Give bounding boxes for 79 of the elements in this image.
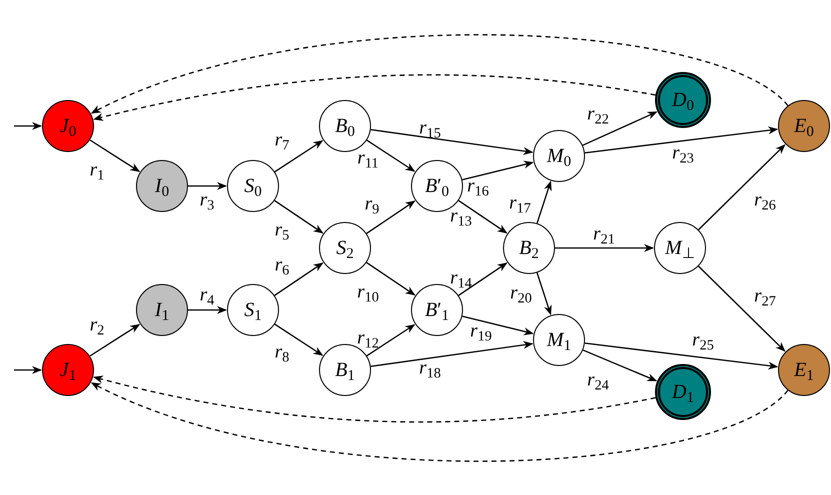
arrow <box>274 140 324 172</box>
state-label: B$_{2}$ <box>519 238 539 258</box>
edge-label: r$_{8}$ <box>274 342 290 362</box>
edge-label: r$_{7}$ <box>274 130 290 150</box>
arrow <box>274 262 324 296</box>
edge-label: r$_{2}$ <box>90 316 104 334</box>
edge-label: r$_{10}$ <box>357 282 379 302</box>
edge-label: r$_{5}$ <box>274 220 290 240</box>
edge-label: r$_{12}$ <box>357 328 379 348</box>
arrow <box>536 180 552 224</box>
edge-label: r$_{17}$ <box>509 194 531 212</box>
dashed-arrow <box>90 382 788 462</box>
state-label: B′$_{0}$ <box>424 176 450 196</box>
edge-label: r$_{6}$ <box>274 256 290 274</box>
state-label: E$_{0}$ <box>794 116 814 136</box>
state-label: M$_{⊥}$ <box>665 238 695 258</box>
edge-label: r$_{19}$ <box>470 322 492 340</box>
state-label: B$_{1}$ <box>335 360 355 380</box>
state-label: M$_{0}$ <box>546 146 572 166</box>
state-label: I$_{0}$ <box>154 176 170 196</box>
arrow <box>366 262 416 296</box>
edge-label: r$_{1}$ <box>90 160 104 180</box>
arrow <box>584 126 778 154</box>
state-label: E$_{1}$ <box>794 360 814 380</box>
arrow <box>555 244 654 252</box>
arrow <box>366 324 416 356</box>
state-label: M$_{1}$ <box>546 330 572 350</box>
edge-label: r$_{22}$ <box>587 104 609 124</box>
edge-label: r$_{26}$ <box>754 190 776 210</box>
arrow <box>458 262 508 296</box>
edge-label: r$_{21}$ <box>593 224 615 244</box>
arrow <box>274 200 324 234</box>
edge-label: r$_{15}$ <box>419 118 441 138</box>
arrow <box>582 349 658 382</box>
edge-label: r$_{4}$ <box>200 286 214 304</box>
arrow <box>188 182 227 190</box>
edge-label: r$_{14}$ <box>450 268 472 288</box>
edge-label: r$_{11}$ <box>357 148 379 168</box>
state-label: B′$_{1}$ <box>424 300 450 320</box>
arrow <box>370 341 534 368</box>
dashed-arrow <box>93 74 656 121</box>
edge-label: r$_{18}$ <box>419 358 441 378</box>
edge-label: r$_{25}$ <box>692 330 714 350</box>
arrow <box>462 316 534 336</box>
edge-label: r$_{20}$ <box>510 284 532 302</box>
state-label: S$_{0}$ <box>244 176 262 196</box>
arrow <box>274 324 324 356</box>
state-label: S$_{1}$ <box>244 300 262 320</box>
arrow <box>536 272 552 316</box>
dashed-arrow <box>90 34 788 114</box>
state-label: J$_{0}$ <box>60 116 76 136</box>
arrow <box>584 342 778 370</box>
state-label: J$_{1}$ <box>60 360 76 380</box>
arrow <box>698 144 786 230</box>
edge-label: r$_{13}$ <box>450 206 472 226</box>
edge-label: r$_{9}$ <box>364 194 380 214</box>
state-label: S$_{2}$ <box>336 238 354 258</box>
edge-label: r$_{27}$ <box>754 286 776 306</box>
dashed-arrow <box>93 375 656 423</box>
arrow <box>462 160 534 180</box>
state-label: B$_{0}$ <box>335 116 355 136</box>
arrow <box>90 139 140 172</box>
arrow <box>370 128 534 155</box>
arrow <box>582 111 658 146</box>
arrow <box>14 122 42 130</box>
arrow <box>14 366 42 374</box>
edge-label: r$_{16}$ <box>467 176 489 196</box>
arrow <box>90 324 140 357</box>
arrow <box>188 306 227 314</box>
edge-label: r$_{3}$ <box>200 190 214 210</box>
arrow <box>366 200 416 234</box>
arrow <box>366 140 416 172</box>
state-label: I$_{1}$ <box>154 300 170 320</box>
edge-label: r$_{24}$ <box>587 370 609 390</box>
arrow <box>458 200 508 234</box>
arrow <box>698 266 786 352</box>
state-label: D$_{0}$ <box>672 90 694 110</box>
state-label: D$_{1}$ <box>672 382 694 402</box>
edge-label: r$_{23}$ <box>672 144 694 162</box>
